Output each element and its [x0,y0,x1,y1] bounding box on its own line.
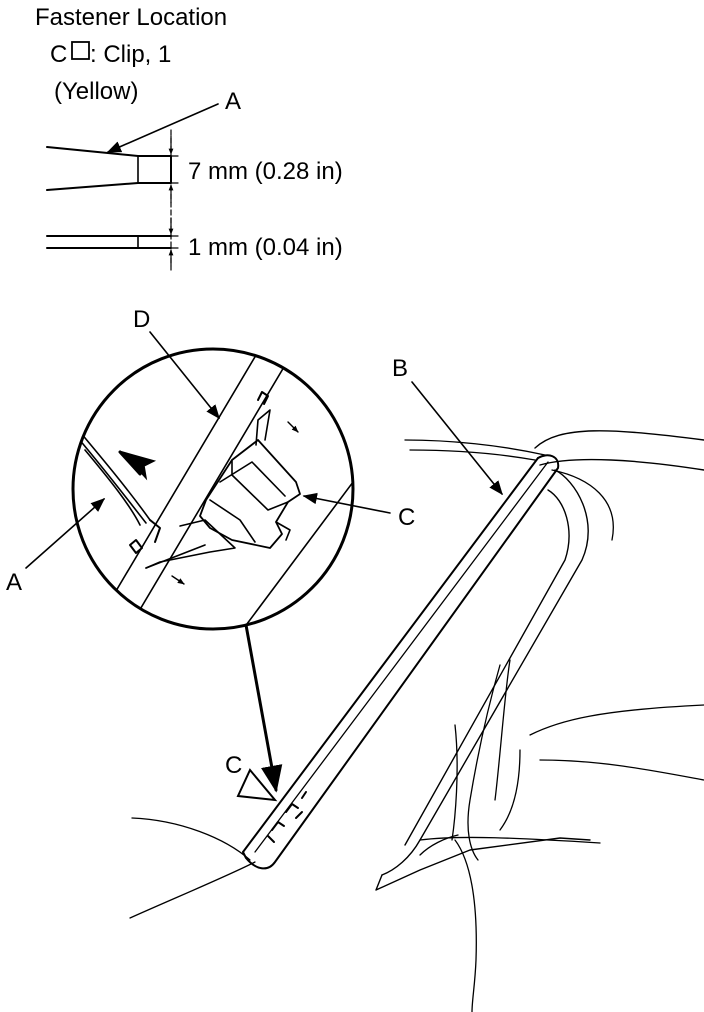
detail-pointer-arrow [244,623,283,793]
legend-clip-color: (Yellow) [54,78,138,105]
vehicle-body-lines [129,430,704,1012]
legend-clip-text: : Clip, 1 [90,41,171,68]
clip-detail-view [71,347,355,631]
garnish-leader [411,381,503,496]
clip-detail-label: C [398,504,415,531]
clip-location-label: C [225,752,242,779]
clip-location-marker: C [225,752,278,802]
clip-square-icon [71,41,90,60]
pillar-garnish [242,454,560,870]
garnish-label: B [392,355,408,382]
thickness-1mm-label: 1 mm (0.04 in) [188,234,343,261]
legend-title: Fastener Location [35,4,227,31]
tool-tip-leader [106,103,219,153]
tool-leader [25,498,106,569]
trim-edge-label: D [133,306,150,333]
tool-tip-dimension-detail: A 7 mm (0.28 in) 1 mm (0.04 in) [46,88,343,271]
fastener-legend: Fastener Location C : Clip, 1 (Yellow) [35,4,227,105]
trim-edge-leader [149,331,220,420]
clip-triangle-icon [236,768,278,802]
thickness-7mm-label: 7 mm (0.28 in) [188,158,343,185]
tool-tip-label: A [225,88,241,115]
legend-clip-letter: C [50,41,67,68]
clip-detail-leader [302,492,391,514]
tool-label: A [6,569,22,596]
